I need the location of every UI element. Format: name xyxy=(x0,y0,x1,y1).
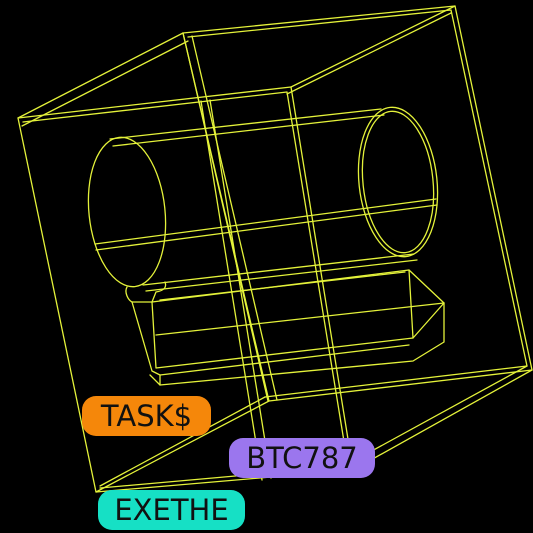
inner-block xyxy=(131,269,445,386)
cube-back-face xyxy=(182,5,533,402)
cube-edges xyxy=(17,5,533,493)
inner-cylinder xyxy=(87,106,439,303)
tag-btc: BTC787 xyxy=(229,438,375,478)
tag-exethe: EXETHE xyxy=(98,490,245,530)
cube-inner-lines xyxy=(94,32,445,481)
tag-task: TASK$ xyxy=(82,396,211,436)
